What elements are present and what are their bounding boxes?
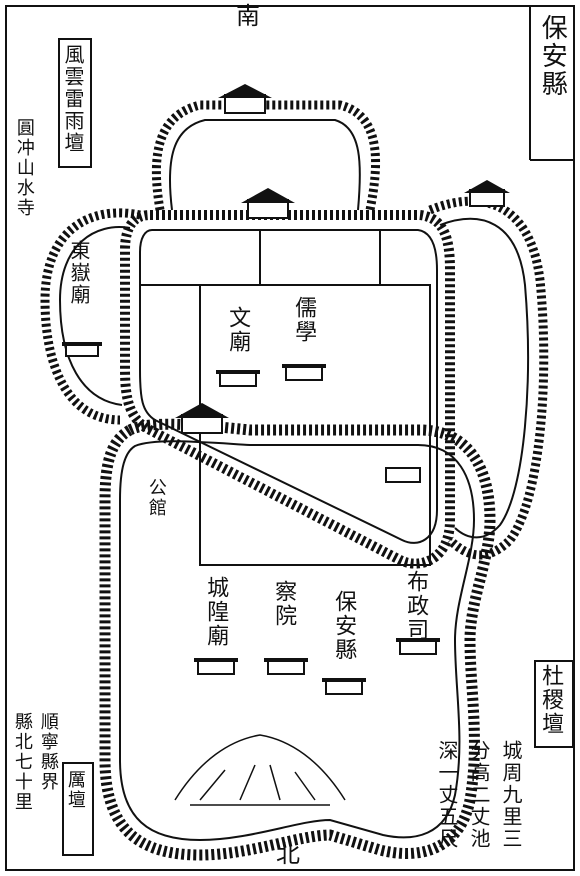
xue-label: 儒學 [291,296,317,344]
frame-border [5,5,575,871]
grotto-label: 東嶽廟 [67,240,91,306]
cheng-huang-label: 城隍廟 [203,576,229,648]
wen-miao-label: 文廟 [225,306,251,354]
gong-guan-label: 公館 [145,478,167,518]
sheji-label: 杜稷壇 [538,664,564,736]
mountain-shading [174,734,346,806]
gate-tower-upper-city [241,188,295,219]
city-wall-note-1: 城周九里三 [499,740,523,850]
building-wen-miao [216,370,260,387]
sheji-box [534,660,574,748]
map-title: 保安縣 [537,14,568,98]
building-xue [282,364,326,381]
building-grotto [62,342,102,357]
gate-tower-right [464,180,510,207]
gate-tower-lower-city [175,403,229,434]
xian-label: 保安縣 [331,590,357,662]
city-wall-note-2: 分高二丈池 [467,740,491,850]
compass-north: 北 [276,840,300,868]
yuan-label: 察院 [271,580,297,628]
building-cheng-huang [194,658,238,675]
city-wall-note-3: 深一丈五尺 [435,740,459,850]
building-gong-guan [385,467,421,483]
boundary-note-1: 順寧縣界 [37,712,59,792]
bu-label: 布政司 [403,570,429,642]
boundary-note-2: 縣北七十里 [11,712,33,812]
lower-city-wall [99,418,496,861]
hills-left-label: 圓冲山水寺 [13,118,35,218]
gate-tower-top [218,84,272,114]
building-bu [396,638,440,655]
li-tan-box [62,762,94,856]
li-tan-label: 厲壇 [64,770,86,810]
top-outer-wall [151,100,381,211]
feng-yun-label: 風雲雷雨壇 [61,44,85,154]
upper-city-wall [120,210,455,569]
feng-yun-box [58,38,92,168]
building-xian [322,678,366,695]
compass-south: 南 [236,2,260,30]
left-outer-wall [40,208,141,425]
building-yuan [264,658,308,675]
